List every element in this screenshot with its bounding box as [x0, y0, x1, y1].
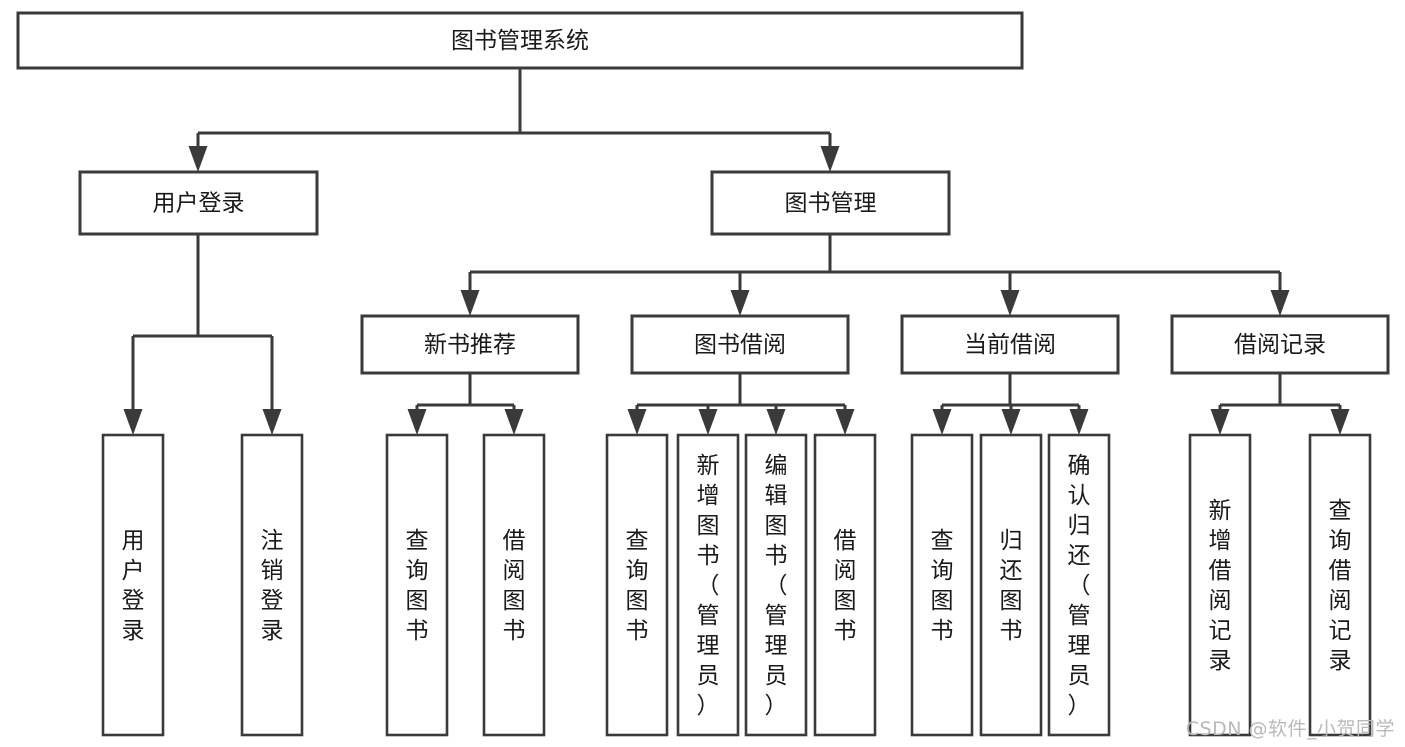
node-root[interactable]: 图书管理系统: [16, 11, 1024, 70]
arrow-head-icon: [188, 146, 208, 172]
arrow-head-icon: [1210, 409, 1230, 435]
node-box[interactable]: [240, 433, 304, 737]
node-box[interactable]: [482, 433, 546, 737]
node-current-borrow[interactable]: 当前借阅: [900, 314, 1120, 375]
node-borrow-record[interactable]: 借阅记录: [1170, 314, 1390, 375]
arrow-head-icon: [460, 290, 480, 316]
connector-new-book-recommend: [407, 373, 524, 435]
arrow-head-icon: [627, 409, 647, 435]
node-label: 注销登录: [261, 528, 284, 644]
node-box[interactable]: [101, 433, 165, 737]
node-label: 新增借阅记录: [1209, 498, 1232, 674]
node-leaf-add-record[interactable]: 新增借阅记录: [1188, 433, 1252, 737]
node-label: 查询图书: [406, 528, 429, 644]
node-leaf-query-book-2[interactable]: 查询图书: [605, 433, 669, 737]
node-box[interactable]: [78, 170, 319, 236]
arrow-head-icon: [1069, 409, 1089, 435]
node-box[interactable]: [1170, 314, 1390, 375]
node-leaf-borrow-book-2[interactable]: 借阅图书: [813, 433, 877, 737]
node-label: 确认归还（管理员）: [1068, 453, 1091, 719]
node-label: 图书管理: [785, 191, 877, 217]
arrow-head-icon: [1001, 409, 1021, 435]
node-leaf-borrow-book-1[interactable]: 借阅图书: [482, 433, 546, 737]
node-box[interactable]: [979, 433, 1043, 737]
node-label: 查询图书: [931, 528, 954, 644]
arrow-head-icon: [820, 146, 840, 172]
watermark-text: CSDN @软件_小贺同学: [1185, 718, 1395, 740]
node-box[interactable]: [1188, 433, 1252, 737]
node-box[interactable]: [676, 433, 740, 737]
arrow-head-icon: [123, 409, 143, 435]
node-label: 当前借阅: [964, 332, 1056, 358]
arrow-head-icon: [1000, 290, 1020, 316]
connector-root: [188, 68, 840, 172]
node-leaf-logout[interactable]: 注销登录: [240, 433, 304, 737]
node-label: 借阅记录: [1234, 332, 1326, 358]
node-box[interactable]: [910, 433, 974, 737]
connector-book-borrow: [627, 373, 855, 435]
node-box[interactable]: [16, 11, 1024, 70]
node-label: 查询图书: [626, 528, 649, 644]
arrow-head-icon: [1270, 290, 1290, 316]
arrow-head-icon: [730, 290, 750, 316]
node-label: 借阅图书: [503, 528, 526, 644]
node-book-manage[interactable]: 图书管理: [710, 170, 951, 236]
arrow-head-icon: [766, 409, 786, 435]
node-label: 编辑图书（管理员）: [765, 453, 788, 719]
arrow-head-icon: [932, 409, 952, 435]
node-label: 查询借阅记录: [1329, 498, 1352, 674]
node-box[interactable]: [1308, 433, 1372, 737]
arrow-head-icon: [262, 409, 282, 435]
node-leaf-query-book-1[interactable]: 查询图书: [385, 433, 449, 737]
node-box[interactable]: [744, 433, 808, 737]
node-label: 新书推荐: [424, 332, 516, 358]
node-layer: 图书管理系统用户登录图书管理新书推荐图书借阅当前借阅借阅记录用户登录注销登录查询…: [16, 11, 1390, 737]
node-box[interactable]: [385, 433, 449, 737]
arrow-head-icon: [835, 409, 855, 435]
node-label: 图书借阅: [694, 332, 786, 358]
node-box[interactable]: [813, 433, 877, 737]
arrow-head-icon: [1330, 409, 1350, 435]
node-label: 图书管理系统: [451, 28, 589, 54]
node-label: 用户登录: [122, 528, 145, 644]
node-label: 新增图书（管理员）: [697, 453, 720, 719]
connector-borrow-record: [1210, 373, 1350, 435]
node-user-login[interactable]: 用户登录: [78, 170, 319, 236]
node-label: 借阅图书: [834, 528, 857, 644]
node-book-borrow[interactable]: 图书借阅: [630, 314, 850, 375]
node-label: 用户登录: [153, 191, 245, 217]
node-box[interactable]: [360, 314, 580, 375]
node-box[interactable]: [605, 433, 669, 737]
node-leaf-confirm-return[interactable]: 确认归还（管理员）: [1047, 433, 1111, 737]
node-leaf-return-book[interactable]: 归还图书: [979, 433, 1043, 737]
node-label: 归还图书: [1000, 528, 1023, 644]
connector-current-borrow: [932, 373, 1089, 435]
connector-layer: [123, 68, 1350, 435]
node-box[interactable]: [1047, 433, 1111, 737]
arrow-head-icon: [407, 409, 427, 435]
connector-user-login: [123, 234, 282, 435]
node-leaf-edit-book[interactable]: 编辑图书（管理员）: [744, 433, 808, 737]
node-leaf-user-login[interactable]: 用户登录: [101, 433, 165, 737]
arrow-head-icon: [698, 409, 718, 435]
arrow-head-icon: [504, 409, 524, 435]
node-box[interactable]: [900, 314, 1120, 375]
node-box[interactable]: [710, 170, 951, 236]
node-new-book-recommend[interactable]: 新书推荐: [360, 314, 580, 375]
node-leaf-query-book-3[interactable]: 查询图书: [910, 433, 974, 737]
node-leaf-query-record[interactable]: 查询借阅记录: [1308, 433, 1372, 737]
connector-book-manage: [460, 234, 1290, 316]
node-box[interactable]: [630, 314, 850, 375]
node-leaf-add-book[interactable]: 新增图书（管理员）: [676, 433, 740, 737]
